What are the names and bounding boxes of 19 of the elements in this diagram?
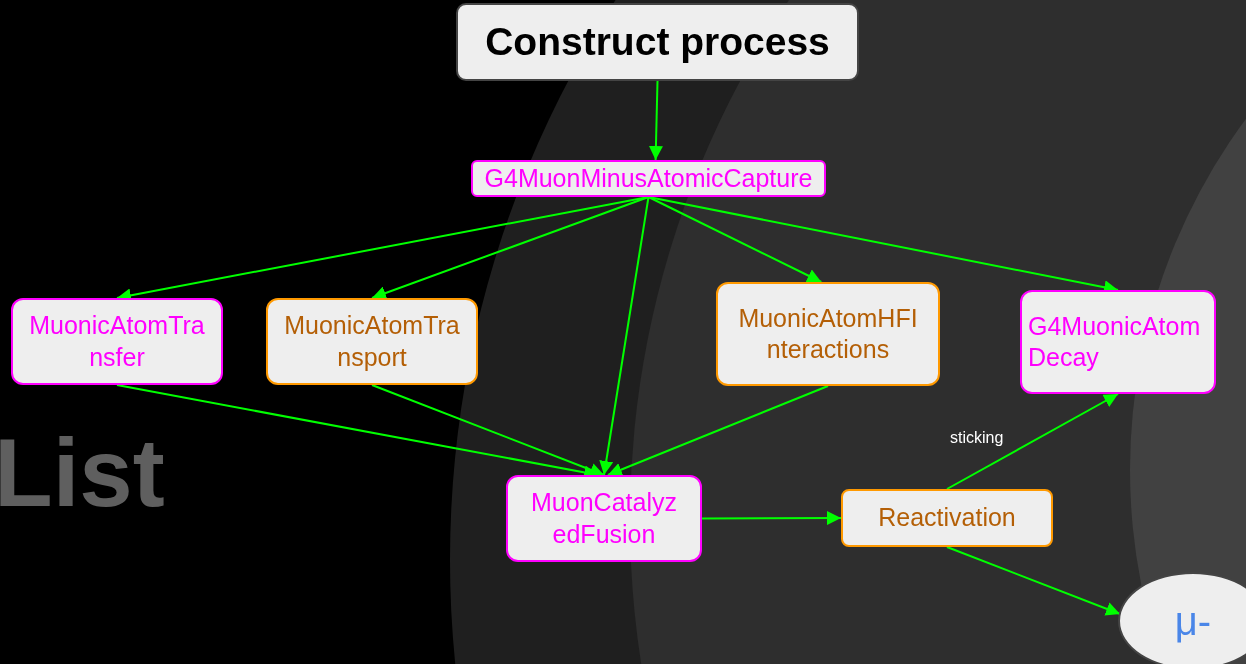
arrow xyxy=(647,196,823,283)
slide-heading: List xyxy=(0,420,165,526)
process-box: MuonicAtomTransport xyxy=(266,298,478,385)
process-box: G4MuonMinusAtomicCapture xyxy=(471,160,826,197)
arrow xyxy=(648,80,663,161)
arrow xyxy=(701,511,842,526)
process-box: MuonCatalyzedFusion xyxy=(506,475,702,562)
process-box: Construct process xyxy=(456,3,859,81)
process-box: MuonicAtomHFInteractions xyxy=(716,282,940,386)
edge-label: sticking xyxy=(948,429,1006,447)
arrow xyxy=(371,196,650,300)
arrow xyxy=(599,196,650,476)
process-box: Reactivation xyxy=(841,489,1053,547)
arrow xyxy=(371,384,605,477)
arrow xyxy=(946,393,1119,490)
process-box: G4MuonicAtomDecay xyxy=(1020,290,1216,394)
arrow xyxy=(606,385,829,477)
process-box: MuonicAtomTransfer xyxy=(11,298,223,385)
arrow xyxy=(946,546,1121,616)
